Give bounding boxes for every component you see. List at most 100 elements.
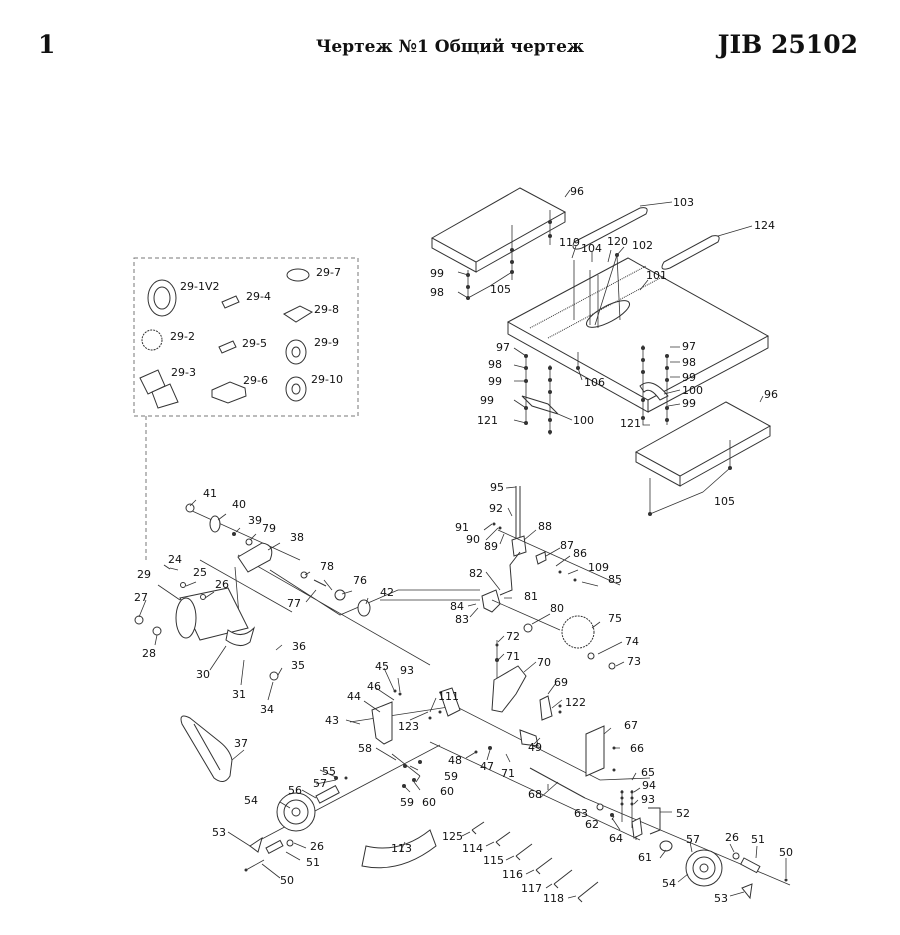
right-handwheel-assembly: 68 65 94 93 52 63 62 64 61 57 26 51 50 5… xyxy=(528,766,793,905)
part-label: 51 xyxy=(306,856,320,869)
ring xyxy=(357,599,371,617)
part-label: 99 xyxy=(682,371,696,384)
part-label: 54 xyxy=(244,794,258,807)
part-label: 77 xyxy=(287,597,301,610)
part-label: 79 xyxy=(262,522,276,535)
part-label: 83 xyxy=(455,613,469,626)
part-label: 91 xyxy=(455,521,469,534)
part-label: 44 xyxy=(347,690,361,703)
part-label: 85 xyxy=(608,573,622,586)
motor-assembly: 41 40 39 79 38 24 25 26 29 27 28 30 31 3… xyxy=(134,487,480,716)
trunnion-bracket xyxy=(491,665,527,713)
part-label: 100 xyxy=(682,384,703,397)
part-label: 82 xyxy=(469,567,483,580)
part-label: 116 xyxy=(502,868,523,881)
part-label: 121 xyxy=(477,414,498,427)
bracket xyxy=(639,382,669,401)
part-label: 42 xyxy=(380,586,394,599)
part-label: 118 xyxy=(543,892,564,905)
part-label: 69 xyxy=(554,676,568,689)
part-label: 99 xyxy=(430,267,444,280)
part-label: 84 xyxy=(450,600,464,613)
part-label: 60 xyxy=(440,785,454,798)
part-label: 76 xyxy=(353,574,367,587)
blade-guard-segment xyxy=(361,829,437,869)
hex-wrench-icon xyxy=(471,821,485,835)
hex-wrench-icon xyxy=(577,881,599,903)
part-label: 28 xyxy=(142,647,156,660)
part-label: 39 xyxy=(248,514,262,527)
part-label: 29-7 xyxy=(316,266,341,279)
part-label: 70 xyxy=(537,656,551,669)
part-label: 109 xyxy=(588,561,609,574)
knob xyxy=(519,729,539,747)
handle-knob xyxy=(741,883,753,900)
brush-icon xyxy=(218,340,237,354)
part-label: 114 xyxy=(462,842,483,855)
part-label: 104 xyxy=(581,242,602,255)
part-label: 57 xyxy=(313,777,327,790)
part-label: 98 xyxy=(488,358,502,371)
page-number: 1 xyxy=(38,30,56,59)
part-label: 105 xyxy=(490,283,511,296)
part-label: 48 xyxy=(448,754,462,767)
part-label: 38 xyxy=(290,531,304,544)
part-label: 26 xyxy=(725,831,739,844)
part-label: 111 xyxy=(438,690,459,703)
part-label: 99 xyxy=(488,375,502,388)
collar xyxy=(659,840,673,852)
part-label: 78 xyxy=(320,560,334,573)
drive-belt xyxy=(180,715,233,782)
part-label: 98 xyxy=(430,286,444,299)
extension-wing-right xyxy=(634,401,772,477)
part-label: 29-4 xyxy=(246,290,271,303)
cover-plate-icon xyxy=(139,369,179,409)
part-label: 58 xyxy=(358,742,372,755)
part-label: 29-8 xyxy=(314,303,339,316)
bracket xyxy=(521,395,559,415)
part-label: 122 xyxy=(565,696,586,709)
part-label: 52 xyxy=(676,807,690,820)
table-assembly: 96 103 124 119 104 120 102 101 99 98 105… xyxy=(430,185,778,516)
part-label: 93 xyxy=(400,664,414,677)
part-label: 90 xyxy=(466,533,480,546)
part-label: 74 xyxy=(625,635,639,648)
part-label: 61 xyxy=(638,851,652,864)
tilt-lock-lever xyxy=(371,701,393,745)
gear-icon xyxy=(141,329,163,351)
hex-wrench-icon xyxy=(535,857,553,875)
part-label: 47 xyxy=(480,760,494,773)
part-label: 95 xyxy=(490,481,504,494)
part-label: 34 xyxy=(260,703,274,716)
part-label: 96 xyxy=(764,388,778,401)
part-label: 59 xyxy=(444,770,458,783)
part-label: 113 xyxy=(391,842,412,855)
part-label: 60 xyxy=(422,796,436,809)
trunnion-assembly: 72 71 70 69 122 45 93 46 44 43 111 123 6… xyxy=(325,630,651,841)
part-label: 99 xyxy=(480,394,494,407)
part-label: 94 xyxy=(642,779,656,792)
part-label: 92 xyxy=(489,502,503,515)
part-label: 50 xyxy=(280,874,294,887)
part-label: 115 xyxy=(483,854,504,867)
throat-plate xyxy=(572,207,648,250)
part-label: 68 xyxy=(528,788,542,801)
part-label: 51 xyxy=(751,833,765,846)
part-label: 87 xyxy=(560,539,574,552)
part-label: 117 xyxy=(521,882,542,895)
part-label: 53 xyxy=(714,892,728,905)
left-handwheel-assembly: 37 55 57 56 59 60 59 60 54 53 26 51 50 1… xyxy=(180,715,458,887)
part-label: 56 xyxy=(288,784,302,797)
part-label: 93 xyxy=(641,793,655,806)
part-label: 100 xyxy=(573,414,594,427)
scale-bracket xyxy=(585,725,605,777)
handle-knob xyxy=(249,836,263,853)
motor-parts-inset: 29-1V2 29-2 29-3 29-4 29-5 29-6 29-7 29-… xyxy=(133,257,359,560)
brush-icon xyxy=(221,295,240,309)
part-label: 103 xyxy=(673,196,694,209)
hex-wrench-icon xyxy=(495,831,511,847)
shaft-sleeve xyxy=(315,784,340,804)
part-label: 66 xyxy=(630,742,644,755)
part-label: 46 xyxy=(367,680,381,693)
